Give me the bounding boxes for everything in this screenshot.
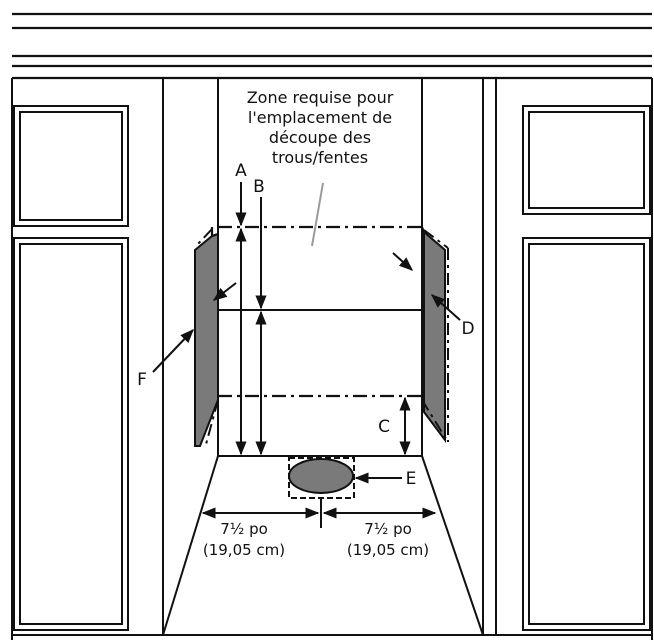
dim-left-metric: (19,05 cm) xyxy=(203,541,285,559)
floor xyxy=(12,455,652,636)
label-c: C xyxy=(378,417,390,437)
panel-outline-dashes xyxy=(196,228,449,449)
zone-leader xyxy=(311,182,324,247)
countertop xyxy=(12,12,652,80)
dim-right-imperial: 7½ po xyxy=(364,520,412,538)
drain-hole xyxy=(288,457,355,499)
required-zone-outline xyxy=(210,225,426,398)
label-e: E xyxy=(406,469,417,489)
left-cabinet xyxy=(11,78,164,640)
zone-note-line-1: Zone requise pour xyxy=(247,88,394,107)
leader-d-upper xyxy=(392,252,414,271)
right-cabinet xyxy=(482,78,653,640)
zone-note: Zone requise pour l'emplacement de décou… xyxy=(247,88,394,167)
right-side-panel xyxy=(423,229,446,443)
label-d: D xyxy=(461,319,474,339)
zone-note-line-4: trous/fentes xyxy=(272,148,368,167)
leader-f-upper xyxy=(212,282,237,301)
label-b: B xyxy=(253,177,265,197)
dimension-width xyxy=(201,498,437,528)
zone-note-line-2: l'emplacement de xyxy=(248,108,392,127)
zone-note-line-3: découpe des xyxy=(269,128,371,147)
left-side-panel xyxy=(194,232,219,447)
label-a: A xyxy=(235,161,247,181)
label-f: F xyxy=(137,370,147,390)
dim-left-imperial: 7½ po xyxy=(220,520,268,538)
leader-d xyxy=(430,294,461,321)
leader-f xyxy=(152,328,194,373)
dim-right-metric: (19,05 cm) xyxy=(347,541,429,559)
